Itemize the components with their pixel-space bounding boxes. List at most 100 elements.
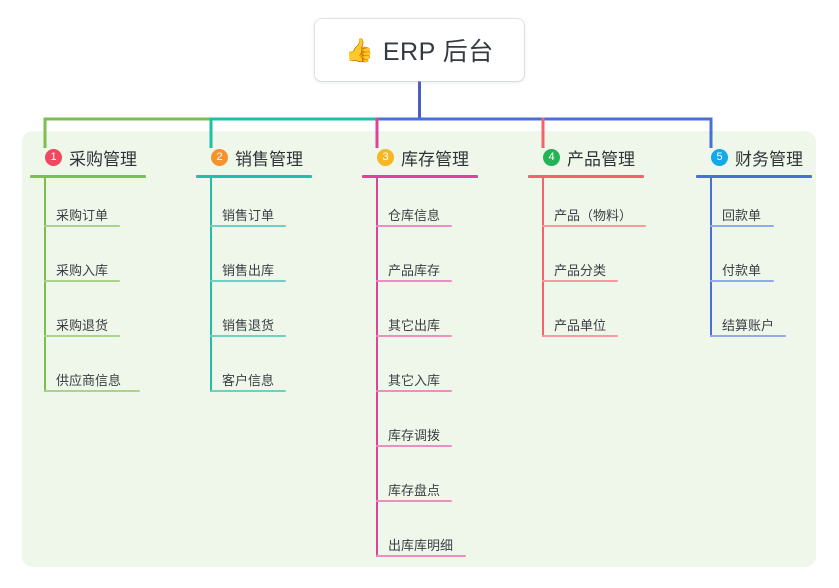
leaf-node-underline [44,390,140,392]
branch-header[interactable]: 4 产品管理 [528,145,693,169]
branch-title: 产品管理 [567,149,635,169]
branch-index-badge: 4 [543,148,560,166]
leaf-node-label: 结算账户 [722,318,775,333]
leaf-node-label: 销售出库 [222,263,275,278]
leaf-node[interactable]: 产品分类 [528,233,693,288]
branch-title: 销售管理 [235,149,303,169]
branch-title: 采购管理 [69,149,137,169]
branch-header[interactable]: 3 库存管理 [362,145,527,169]
leaf-node-underline [210,225,286,227]
leaf-node-underline [376,555,466,557]
leaf-node[interactable]: 产品（物料） [528,178,693,233]
leaf-node-underline [710,280,774,282]
leaf-node[interactable]: 库存盘点 [362,453,527,508]
branch-spine [376,178,378,557]
leaf-node-label: 采购入库 [56,263,109,278]
branch-underline [696,175,812,178]
leaf-node-label: 库存调拨 [388,428,441,443]
leaf-node-label: 销售订单 [222,208,275,223]
branch-item-list: 采购订单采购入库采购退货供应商信息 [30,178,190,398]
leaf-node[interactable]: 回款单 [696,178,839,233]
branch-underline [362,175,478,178]
leaf-node-underline [542,335,618,337]
leaf-node-label: 回款单 [722,208,762,223]
leaf-node-label: 付款单 [722,263,762,278]
leaf-node-label: 出库库明细 [388,538,454,553]
leaf-node-underline [44,225,120,227]
root-node[interactable]: 👍 ERP 后台 [315,19,524,81]
branch-column: 1 采购管理采购订单采购入库采购退货供应商信息 [30,145,190,398]
leaf-node-label: 产品库存 [388,263,441,278]
leaf-node[interactable]: 库存调拨 [362,398,527,453]
branch-header[interactable]: 2 销售管理 [196,145,356,169]
branch-spine [44,178,46,392]
leaf-node-underline [44,335,120,337]
leaf-node-label: 销售退货 [222,318,275,333]
branch-column: 3 库存管理仓库信息产品库存其它出库其它入库库存调拨库存盘点出库库明细 [362,145,527,563]
leaf-node[interactable]: 供应商信息 [30,343,190,398]
leaf-node[interactable]: 其它入库 [362,343,527,398]
branch-item-list: 产品（物料） 产品分类产品单位 [528,178,693,343]
root-node-content: 👍 ERP 后台 [345,32,494,68]
branch-column: 2 销售管理销售订单销售出库销售退货客户信息 [196,145,356,398]
leaf-node-underline [210,335,286,337]
branch-index-badge: 2 [211,148,228,166]
branch-spine [210,178,212,392]
leaf-node-label: 产品（物料） [554,208,633,223]
diagram-panel [22,131,816,567]
leaf-node[interactable]: 付款单 [696,233,839,288]
leaf-node-label: 产品单位 [554,318,607,333]
branch-title: 财务管理 [735,149,803,169]
leaf-node[interactable]: 客户信息 [196,343,356,398]
branch-column: 4 产品管理产品（物料） 产品分类产品单位 [528,145,693,343]
branch-header[interactable]: 1 采购管理 [30,145,190,169]
leaf-node[interactable]: 其它出库 [362,288,527,343]
leaf-node-underline [542,280,618,282]
leaf-node-underline [376,500,452,502]
leaf-node-label: 采购订单 [56,208,109,223]
thumbs-up-icon: 👍 [345,36,374,63]
leaf-node[interactable]: 采购入库 [30,233,190,288]
branch-item-list: 仓库信息产品库存其它出库其它入库库存调拨库存盘点出库库明细 [362,178,527,563]
branch-index-badge: 3 [377,148,394,166]
leaf-node-label: 库存盘点 [388,483,441,498]
leaf-node-underline [376,335,452,337]
branch-spine [710,178,712,337]
leaf-node-label: 其它入库 [388,373,441,388]
leaf-node-label: 其它出库 [388,318,441,333]
branch-item-list: 回款单付款单结算账户 [696,178,839,343]
leaf-node[interactable]: 结算账户 [696,288,839,343]
branch-item-list: 销售订单销售出库销售退货客户信息 [196,178,356,398]
branch-underline [528,175,644,178]
leaf-node[interactable]: 销售订单 [196,178,356,233]
leaf-node[interactable]: 出库库明细 [362,508,527,563]
branch-header[interactable]: 5 财务管理 [696,145,839,169]
branch-spine [542,178,544,337]
leaf-node[interactable]: 产品单位 [528,288,693,343]
leaf-node-label: 客户信息 [222,373,275,388]
branch-underline [30,175,146,178]
leaf-node[interactable]: 销售退货 [196,288,356,343]
leaf-node[interactable]: 产品库存 [362,233,527,288]
leaf-node[interactable]: 仓库信息 [362,178,527,233]
leaf-node-label: 供应商信息 [56,373,122,388]
leaf-node-underline [210,390,286,392]
leaf-node-underline [376,225,452,227]
leaf-node-underline [44,280,120,282]
leaf-node-underline [376,390,452,392]
leaf-node-underline [542,225,646,227]
leaf-node[interactable]: 采购订单 [30,178,190,233]
leaf-node-underline [710,225,774,227]
leaf-node[interactable]: 采购退货 [30,288,190,343]
leaf-node-label: 仓库信息 [388,208,441,223]
leaf-node-underline [210,280,286,282]
leaf-node[interactable]: 销售出库 [196,233,356,288]
branch-underline [196,175,312,178]
leaf-node-underline [376,280,452,282]
branch-index-badge: 5 [711,148,728,166]
branch-title: 库存管理 [401,149,469,169]
leaf-node-label: 产品分类 [554,263,607,278]
branch-index-badge: 1 [45,148,62,166]
leaf-node-label: 采购退货 [56,318,109,333]
